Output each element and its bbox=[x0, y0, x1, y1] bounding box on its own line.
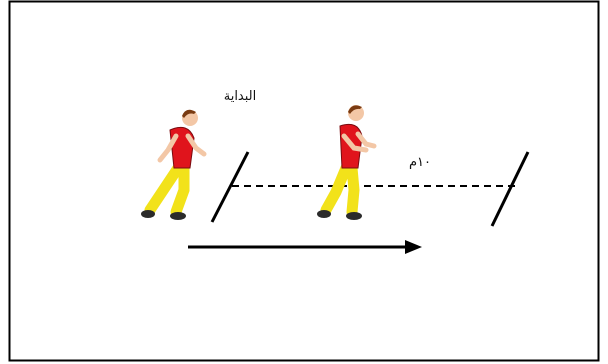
direction-arrow bbox=[188, 240, 422, 254]
start-label: البداية bbox=[224, 89, 257, 104]
frame-border bbox=[8, 0, 600, 362]
distance-label: ١٠م bbox=[409, 155, 431, 170]
start-line bbox=[210, 151, 250, 223]
player-figure-start bbox=[141, 109, 207, 220]
finish-line bbox=[490, 151, 530, 227]
player-figure-middle bbox=[317, 105, 377, 220]
